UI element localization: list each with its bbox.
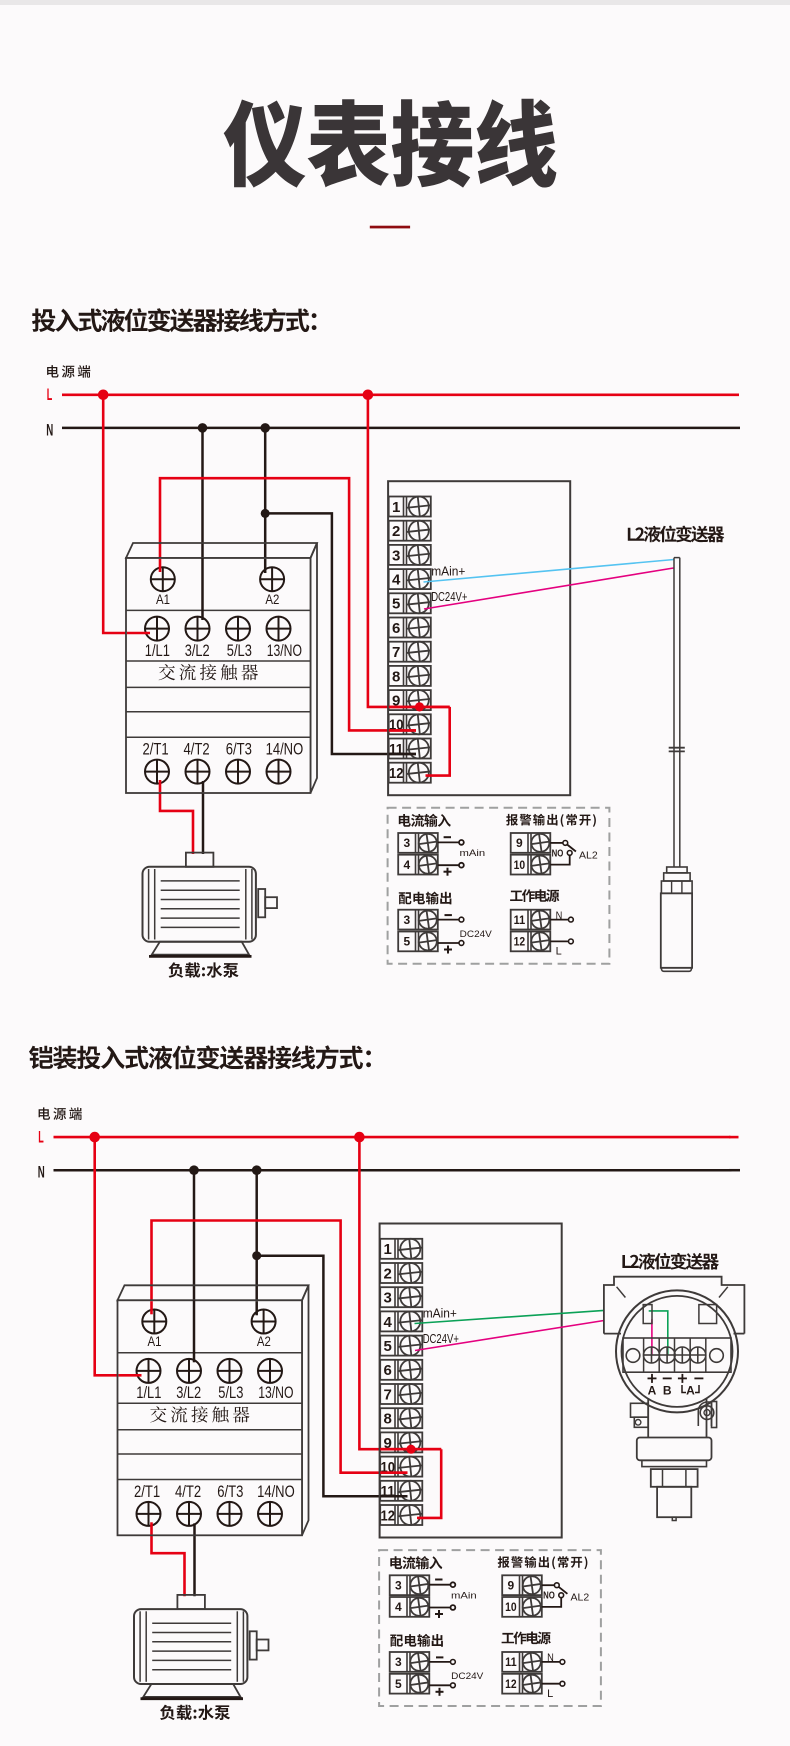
svg-text:A: A bbox=[686, 1383, 695, 1397]
svg-text:B: B bbox=[663, 1383, 672, 1397]
svg-text:A: A bbox=[648, 1383, 657, 1397]
